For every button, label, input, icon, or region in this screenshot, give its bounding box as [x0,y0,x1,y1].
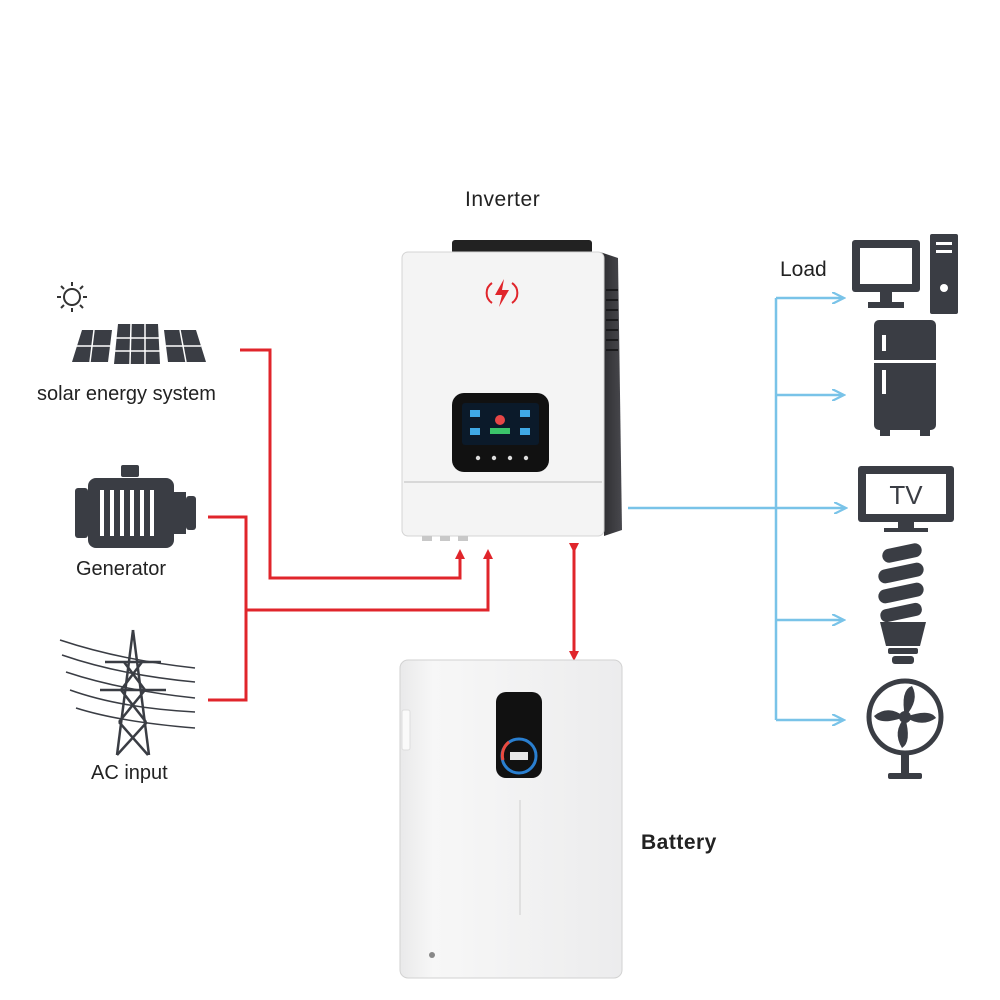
desktop-computer-icon [852,234,958,314]
input-lines [208,348,493,702]
generator-icon [75,465,196,548]
load-label: Load [780,258,827,281]
spiral-bulb-icon [878,543,926,664]
refrigerator-icon [874,320,936,436]
inverter-mount-bracket [452,240,592,254]
solar-energy-system-label: solar energy system [37,383,216,405]
generator-label: Generator [76,558,167,580]
inverter-device [401,240,622,541]
solar-to-inverter-line [240,348,465,580]
ac-to-inverter-line [208,610,248,702]
television-icon [858,466,954,532]
solar-panel-sun-icon [57,282,206,365]
battery-display [496,692,542,778]
power-pylon-icon [59,629,196,756]
load-lines [628,298,844,720]
inverter-label: Inverter [465,188,541,211]
battery-label: Battery [641,831,717,854]
battery-device [399,659,623,979]
inverter-logo-icon [485,279,519,307]
ac-input-label: AC input [91,762,168,784]
inverter-side-panel [600,252,622,536]
battery-body [399,659,623,979]
electric-fan-icon [866,678,944,779]
